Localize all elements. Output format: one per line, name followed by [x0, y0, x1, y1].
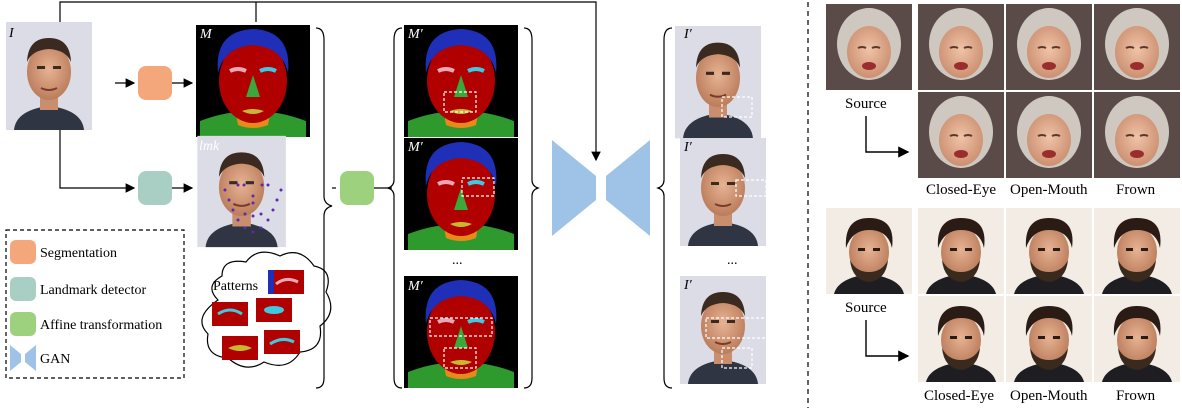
brace-edited-masks-right [523, 27, 540, 389]
edited-mask-label-3: M′ [407, 279, 424, 294]
pattern-eye-patch-3 [264, 330, 300, 354]
legend-label-affine: Affine transformation [40, 318, 162, 333]
legend-swatch-gan [10, 345, 36, 371]
ellipsis-outputs: ... [727, 253, 738, 268]
landmark-points [223, 183, 283, 234]
example-1-open-mouth-b [1005, 91, 1093, 179]
example-2-closed-eye-b [918, 296, 1004, 382]
gan-block [552, 140, 596, 236]
output-label-2: I′ [683, 140, 693, 155]
pattern-mouth-patch [222, 336, 258, 360]
output-label-3: I′ [683, 278, 693, 293]
example-2-open-mouth-a [1006, 208, 1092, 294]
example-2-col-open-mouth: Open-Mouth [1010, 388, 1088, 404]
brace-edited-masks-left [386, 27, 403, 389]
example-1-col-open-mouth: Open-Mouth [1010, 182, 1088, 198]
input-label: I [8, 26, 15, 41]
example-1-col-frown: Frown [1116, 182, 1156, 198]
example-1-closed-eye-a [917, 3, 1005, 91]
affine-transformation-block [340, 171, 374, 205]
example-1-source-label: Source [845, 96, 887, 112]
mask-label: M [199, 27, 213, 42]
legend-swatch-segmentation [10, 240, 36, 264]
legend-label-segmentation: Segmentation [40, 246, 117, 261]
example-2-frown-b [1094, 296, 1180, 382]
ellipsis-masks: ... [452, 253, 463, 268]
legend-label-landmark: Landmark detector [40, 283, 146, 298]
legend-label-gan: GAN [40, 352, 70, 367]
example-1-col-closed-eye: Closed-Eye [926, 182, 996, 198]
pattern-eye-patch-1 [212, 302, 248, 326]
example-2-col-closed-eye: Closed-Eye [924, 388, 994, 404]
example-1-frown-a [1093, 3, 1181, 91]
patterns-label: Patterns [213, 279, 258, 294]
example-2-closed-eye-a [918, 208, 1004, 294]
example-2-source-image [826, 208, 912, 294]
pattern-eyebrow-patch [268, 270, 304, 294]
segmentation-block [138, 66, 172, 100]
legend-swatch-landmark [10, 277, 36, 301]
example-2-open-mouth-b [1006, 296, 1092, 382]
example-1-source-image [825, 3, 913, 91]
landmark-detector-block [138, 171, 172, 205]
output-label-1: I′ [683, 27, 693, 42]
example-2-source-label: Source [845, 300, 887, 316]
segmentation-mask-image [194, 23, 312, 139]
example-2-col-frown: Frown [1116, 388, 1156, 404]
example-1-closed-eye-b [917, 91, 1005, 179]
legend-swatch-affine [10, 312, 36, 336]
brace-outputs-left [656, 27, 673, 389]
landmarks-label: lmk [199, 139, 220, 154]
edited-mask-label-2: M′ [407, 140, 424, 155]
brace-left-group [315, 27, 333, 389]
input-face-image [5, 21, 93, 131]
edited-mask-label-1: M′ [407, 27, 424, 42]
example-1-open-mouth-a [1005, 3, 1093, 91]
example-1-frown-b [1093, 91, 1181, 179]
pattern-eye-patch-2 [256, 298, 292, 322]
example-2-frown-a [1094, 208, 1180, 294]
skip-connection-line [59, 1, 601, 162]
